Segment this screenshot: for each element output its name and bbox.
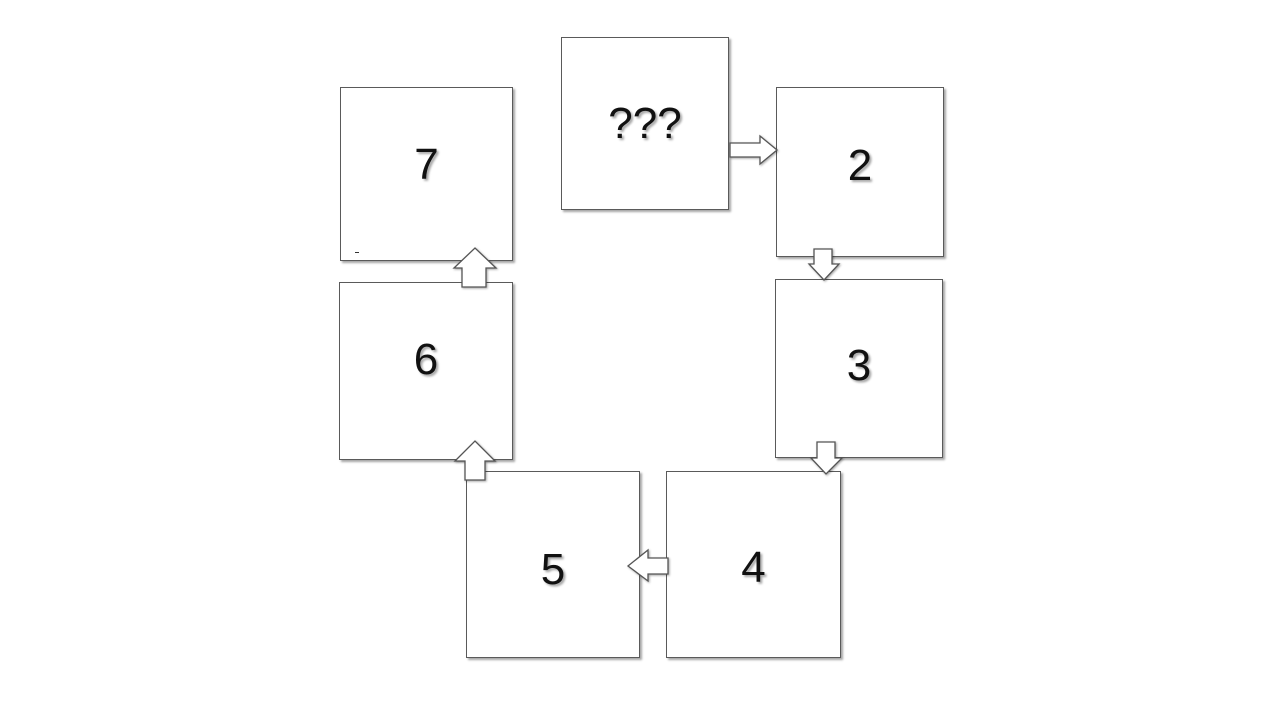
step-3-box: 3 [775, 279, 943, 458]
step-5-label: 5 [540, 545, 566, 594]
step-4-box: 4 [666, 471, 841, 658]
step-7-box: 7 [340, 87, 513, 261]
unknown-step-box: ??? [561, 37, 729, 210]
step-2-box: 2 [776, 87, 944, 257]
step-5-box: 5 [466, 471, 640, 658]
step-6-label: 6 [413, 335, 439, 384]
tick-mark [355, 252, 359, 253]
step-7-label: 7 [414, 140, 439, 189]
arrow-right-icon [729, 134, 779, 166]
step-2-label: 2 [847, 141, 873, 190]
step-6-box: 6 [339, 282, 513, 460]
unknown-step-label: ??? [608, 99, 682, 148]
step-4-label: 4 [741, 543, 766, 592]
step-3-label: 3 [846, 341, 872, 390]
